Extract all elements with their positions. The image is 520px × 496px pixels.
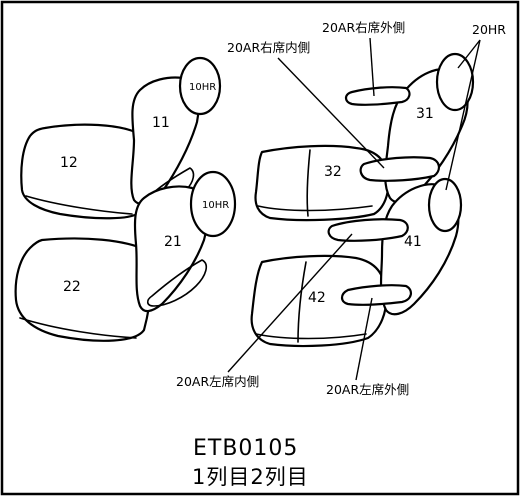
callout-right-outer: 20AR右席外側: [322, 20, 405, 35]
armrest-left-outer: [340, 284, 412, 306]
seat-back-21: [133, 185, 208, 313]
row-description: 1列目2列目: [192, 465, 309, 489]
seat-label-42: 42: [308, 290, 326, 306]
headrest-label-row1: 10HR: [189, 82, 216, 93]
leader-lines: [227, 37, 481, 381]
seat-label-32: 32: [324, 164, 342, 180]
headrest-10hr-row1: [178, 56, 222, 116]
seat-cushion-32: [254, 144, 390, 222]
seat-upper-right: 32 31: [254, 52, 475, 222]
callout-left-outer: 20AR左席外側: [326, 382, 409, 397]
armrest-right-inner: [359, 156, 440, 182]
seat-lower-right: 42 41: [250, 177, 463, 348]
headrest-label-row2: 10HR: [202, 200, 229, 211]
seat-row2: 22 21 10HR: [14, 170, 237, 342]
seat-label-31: 31: [416, 106, 434, 122]
product-code: ETB0105: [193, 436, 298, 461]
callout-right-inner: 20AR右席内側: [227, 40, 310, 55]
seat-cushion-22: [14, 237, 153, 342]
seat-cushion-12: [20, 123, 147, 220]
seat-label-11: 11: [152, 115, 170, 131]
headrest-20hr-lower: [427, 177, 463, 233]
seat-row1: 12 11 10HR: [20, 56, 222, 220]
seat-label-22: 22: [63, 279, 81, 295]
headrest-10hr-row2: [189, 170, 237, 238]
callout-left-inner: 20AR左席内側: [176, 374, 259, 389]
armrest-right-outer: [344, 86, 411, 106]
callout-20hr: 20HR: [472, 22, 506, 37]
seat-label-41: 41: [404, 234, 422, 250]
seat-label-21: 21: [164, 234, 182, 250]
seat-label-12: 12: [60, 155, 78, 171]
headrest-20hr-upper: [435, 52, 475, 112]
armrest-left-inner: [327, 218, 409, 242]
seat-cushion-42: [250, 254, 388, 348]
